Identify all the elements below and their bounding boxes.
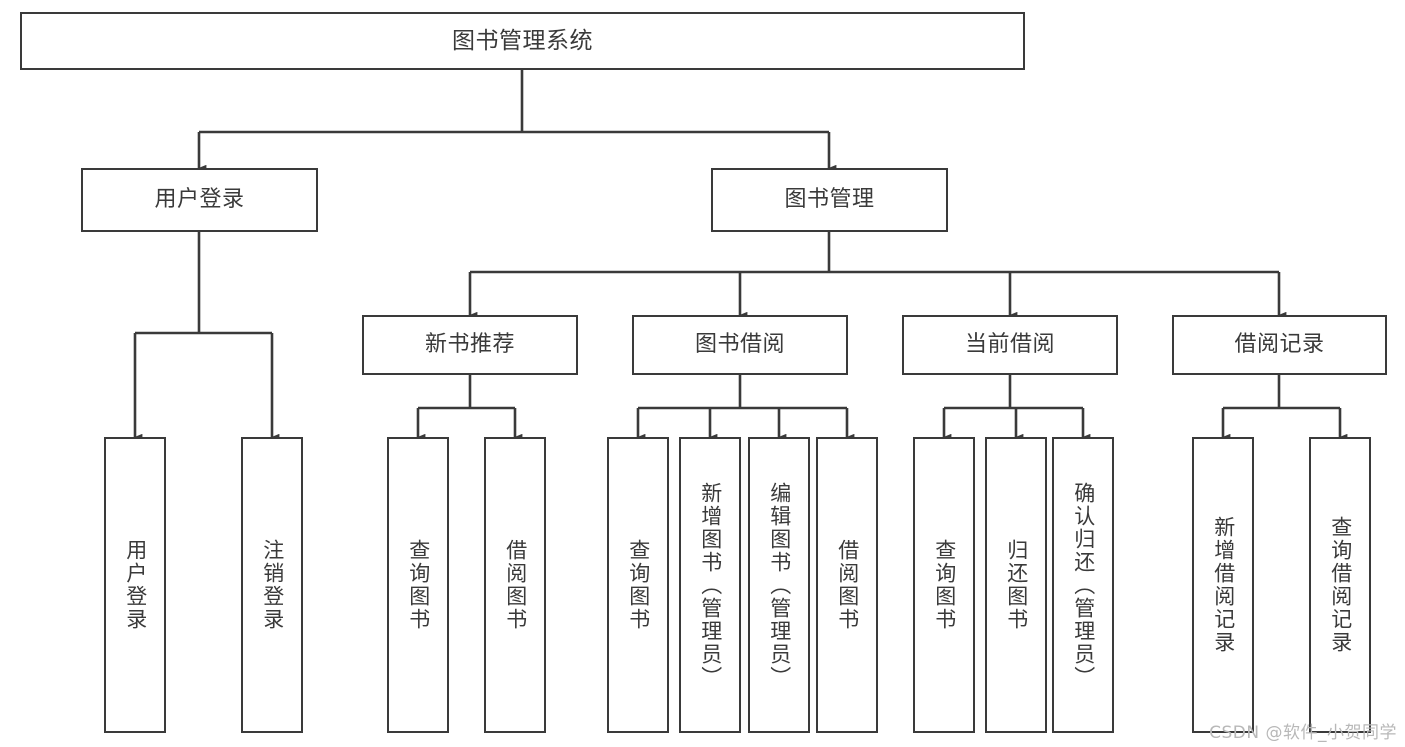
leaf-borrow-book[interactable]: 借阅图书	[816, 437, 878, 733]
leaf-query-books-current[interactable]: 查询图书	[913, 437, 975, 733]
leaf-edit-book-admin[interactable]: 编辑图书（管理员）	[748, 437, 810, 733]
node-label: 用户登录	[123, 539, 148, 631]
leaf-add-book-admin[interactable]: 新增图书（管理员）	[679, 437, 741, 733]
leaf-user-login[interactable]: 用户登录	[104, 437, 166, 733]
node-label: 图书管理系统	[452, 27, 593, 54]
leaf-logout[interactable]: 注销登录	[241, 437, 303, 733]
node-label: 查询图书	[626, 539, 651, 631]
node-current-borrowing[interactable]: 当前借阅	[902, 315, 1118, 375]
node-label: 当前借阅	[964, 331, 1055, 357]
node-borrowing-records[interactable]: 借阅记录	[1172, 315, 1387, 375]
node-label: 图书借阅	[694, 331, 785, 357]
node-label: 借阅图书	[835, 539, 860, 631]
leaf-return-book[interactable]: 归还图书	[985, 437, 1047, 733]
node-label: 借阅记录	[1234, 331, 1325, 357]
node-user-login-module[interactable]: 用户登录	[81, 168, 318, 232]
node-label: 编辑图书（管理员）	[767, 481, 792, 689]
node-label: 查询图书	[406, 539, 431, 631]
node-label: 确认归还（管理员）	[1071, 481, 1096, 689]
edge-group	[133, 70, 1348, 441]
node-label: 借阅图书	[503, 539, 528, 631]
node-book-borrowing[interactable]: 图书借阅	[632, 315, 848, 375]
node-book-management-module[interactable]: 图书管理	[711, 168, 948, 232]
node-root-library-management-system[interactable]: 图书管理系统	[20, 12, 1025, 70]
node-label: 归还图书	[1004, 539, 1029, 631]
leaf-add-borrow-record[interactable]: 新增借阅记录	[1192, 437, 1254, 733]
node-new-book-recommendation[interactable]: 新书推荐	[362, 315, 578, 375]
node-label: 新增图书（管理员）	[698, 481, 723, 689]
node-label: 查询借阅记录	[1328, 516, 1353, 654]
node-label: 注销登录	[260, 539, 285, 631]
node-label: 图书管理	[784, 186, 875, 212]
node-label: 用户登录	[154, 186, 245, 212]
leaf-query-books-recommendation[interactable]: 查询图书	[387, 437, 449, 733]
leaf-borrow-books-recommendation[interactable]: 借阅图书	[484, 437, 546, 733]
node-label: 查询图书	[932, 539, 957, 631]
leaf-confirm-return-admin[interactable]: 确认归还（管理员）	[1052, 437, 1114, 733]
leaf-query-books-borrowing[interactable]: 查询图书	[607, 437, 669, 733]
node-label: 新增借阅记录	[1211, 516, 1236, 654]
node-label: 新书推荐	[424, 331, 515, 357]
leaf-query-borrow-record[interactable]: 查询借阅记录	[1309, 437, 1371, 733]
